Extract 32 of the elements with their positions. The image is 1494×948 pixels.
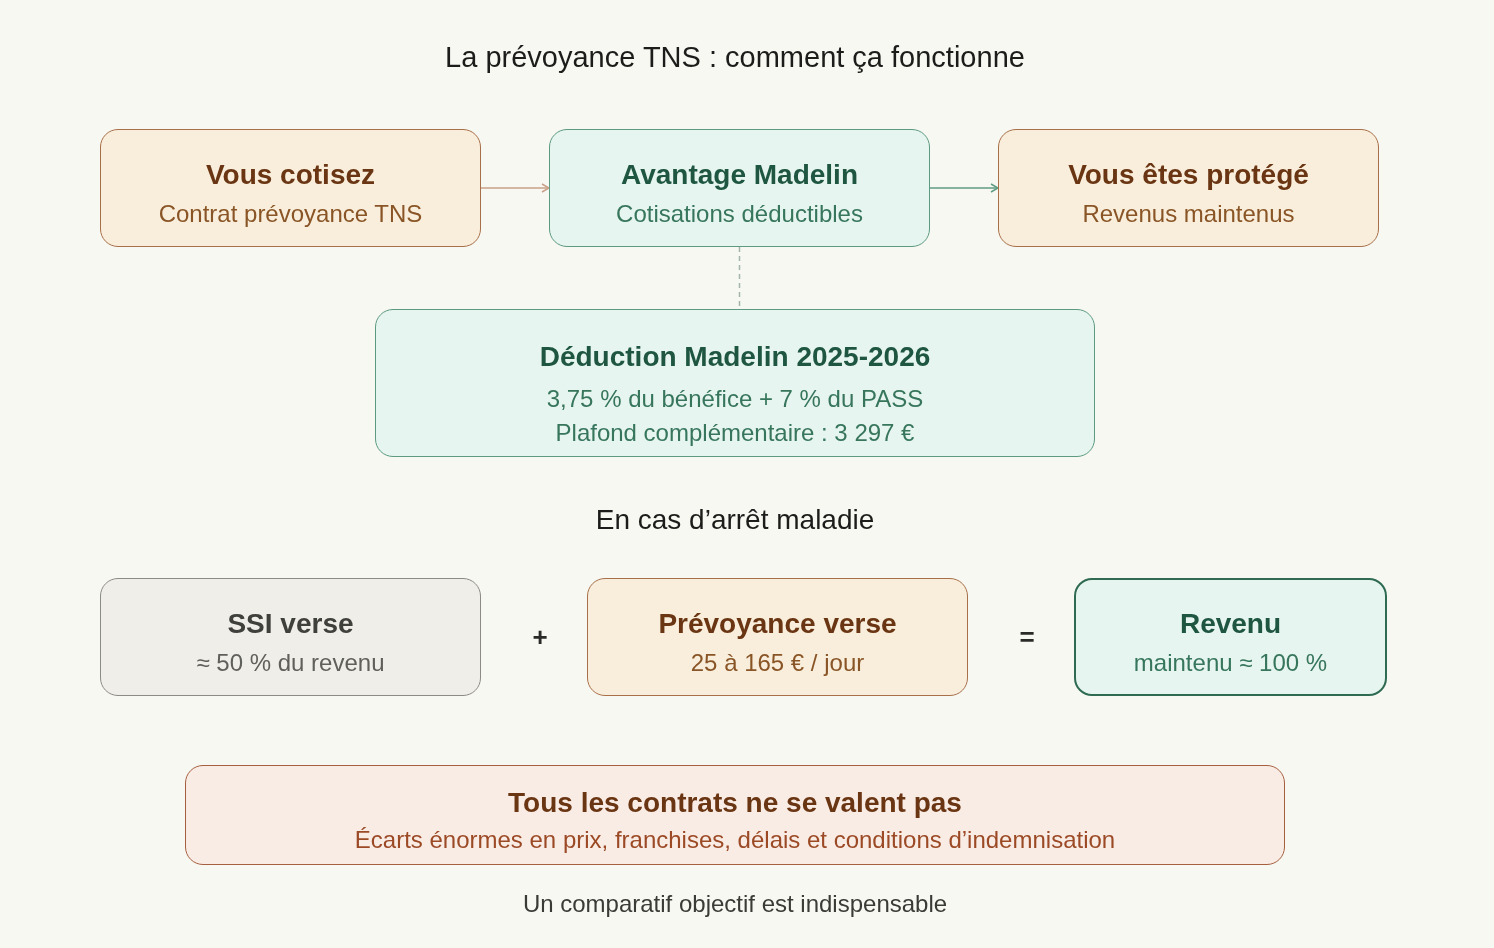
- box-text: maintenu ≈ 100 %: [1133, 648, 1328, 678]
- box-text: Cotisations déductibles: [616, 199, 863, 229]
- diagram-title: La prévoyance TNS : comment ça fonctionne: [445, 40, 1025, 75]
- box-text: Contrat prévoyance TNS: [158, 199, 423, 229]
- box-text: 25 à 165 € / jour: [690, 648, 865, 678]
- process-box: [100, 129, 481, 247]
- equals-sign: =: [1019, 621, 1035, 654]
- box-title: SSI verse: [227, 607, 354, 641]
- arrow: [929, 183, 999, 193]
- box-text: 3,75 % du bénéfice + 7 % du PASS: [546, 384, 924, 414]
- box-text: Plafond complémentaire : 3 297 €: [555, 418, 915, 448]
- plus-sign: +: [532, 621, 548, 654]
- box-title: Déduction Madelin 2025-2026: [539, 340, 931, 374]
- box-title: Prévoyance verse: [658, 607, 897, 641]
- footer-note: Un comparatif objectif est indispensable: [522, 889, 948, 919]
- box-text: Revenus maintenus: [1082, 199, 1295, 229]
- box-text: Écarts énormes en prix, franchises, délais et conditions d’indemnisation: [354, 824, 1116, 855]
- payment-box: [587, 578, 968, 696]
- process-box: [998, 129, 1379, 247]
- box-title: Avantage Madelin: [621, 158, 858, 192]
- box-title: Vous cotisez: [205, 158, 376, 192]
- section-heading: En cas d’arrêt maladie: [595, 503, 875, 537]
- box-text: ≈ 50 % du revenu: [196, 648, 385, 678]
- info-box: [375, 309, 1095, 457]
- payment-box: [100, 578, 481, 696]
- process-box: [549, 129, 930, 247]
- warning-box: [185, 765, 1285, 865]
- box-title: Vous êtes protégé: [1068, 158, 1309, 192]
- arrow: [480, 183, 550, 193]
- box-title: Revenu: [1179, 607, 1282, 641]
- box-title: Tous les contrats ne se valent pas: [508, 785, 962, 820]
- result-box: [1074, 578, 1387, 696]
